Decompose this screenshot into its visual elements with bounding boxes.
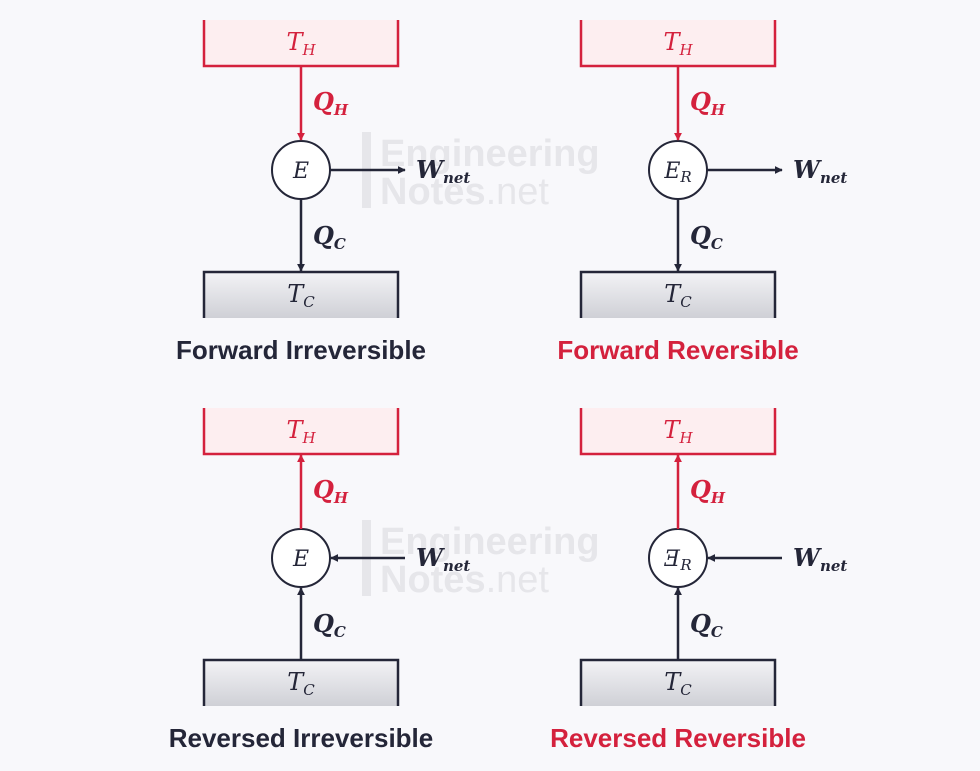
wnet-label: Wnet	[416, 543, 470, 575]
hot-reservoir-label: TH	[286, 416, 316, 447]
hot-reservoir-label: TH	[663, 416, 693, 447]
cold-reservoir-label: TC	[287, 280, 315, 311]
hot-reservoir-label: TH	[286, 28, 316, 59]
panel-caption: Reversed Reversible	[550, 723, 806, 753]
qc-label: QC	[313, 609, 346, 641]
cold-reservoir-label: TC	[287, 668, 315, 699]
cold-reservoir-label: TC	[664, 668, 692, 699]
wnet-label: Wnet	[793, 155, 847, 187]
engine-label: ER	[663, 159, 691, 186]
watermark-line1: Engineering	[380, 521, 600, 563]
engine-label: E	[292, 547, 309, 572]
qc-label: QC	[313, 221, 346, 253]
qh-label: QH	[690, 87, 726, 119]
hot-reservoir-label: TH	[663, 28, 693, 59]
watermark-top: Engineering Notes.net	[362, 132, 600, 213]
engine-label: E	[292, 159, 309, 184]
panel-caption: Forward Irreversible	[176, 335, 426, 365]
cold-reservoir	[202, 270, 400, 318]
panel-caption: Forward Reversible	[557, 335, 798, 365]
qc-label: QC	[690, 609, 723, 641]
watermark-line1: Engineering	[380, 133, 600, 175]
watermark-bottom: Engineering Notes.net	[362, 520, 600, 601]
panel-caption: Reversed Irreversible	[169, 723, 434, 753]
cold-reservoir	[579, 270, 777, 318]
engine-label: ƎR	[663, 547, 691, 574]
qh-label: QH	[690, 475, 726, 507]
cold-reservoir-label: TC	[664, 280, 692, 311]
watermark-line2: Notes.net	[380, 171, 549, 213]
qh-label: QH	[313, 475, 349, 507]
qc-label: QC	[690, 221, 723, 253]
qh-label: QH	[313, 87, 349, 119]
wnet-label: Wnet	[416, 155, 470, 187]
hot-reservoir	[579, 408, 777, 456]
watermark-line2: Notes.net	[380, 559, 549, 601]
wnet-label: Wnet	[793, 543, 847, 575]
hot-reservoir	[202, 408, 400, 456]
